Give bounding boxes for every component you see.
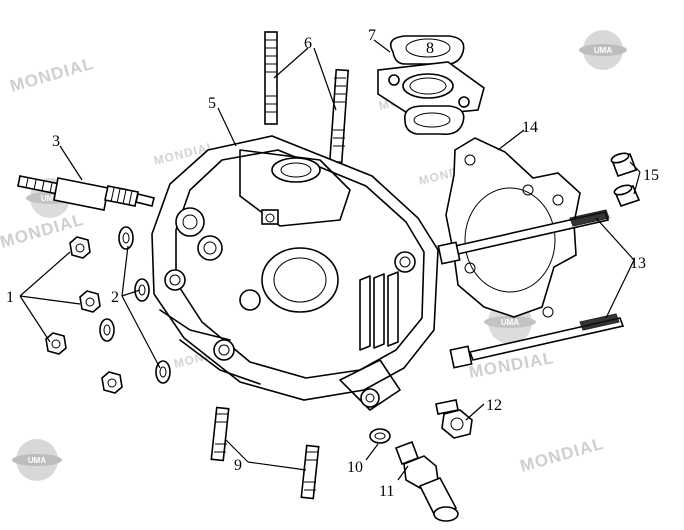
head-gasket-part-14	[445, 137, 581, 318]
callout-label-3: 3	[52, 133, 60, 150]
spark-plug-part-3	[17, 175, 155, 211]
callout-label-2: 2	[111, 289, 119, 306]
callout-label-14: 14	[522, 119, 538, 136]
leader-lines	[19, 39, 641, 481]
callout-numbers: 1 2 3 5 6 7 8 9 10 11 12 13 14 15	[6, 27, 659, 500]
callout-label-13: 13	[630, 255, 646, 272]
callout-label-9: 9	[234, 457, 242, 474]
callout-label-12: 12	[486, 397, 502, 414]
flange-part-7	[377, 61, 485, 117]
nuts-part-1	[45, 236, 123, 394]
svg-text:UMA: UMA	[28, 456, 46, 465]
gasket-part-8	[389, 35, 465, 66]
svg-text:UMA: UMA	[594, 46, 612, 55]
callout-label-15: 15	[643, 167, 659, 184]
svg-text:UMA: UMA	[41, 194, 59, 203]
callout-label-1: 1	[6, 289, 14, 306]
callout-label-6: 6	[304, 35, 312, 52]
watermark-mondial: MONDIAL	[518, 434, 606, 476]
gasket-lower-part-7	[404, 105, 465, 136]
svg-text:UMA: UMA	[501, 318, 519, 327]
watermark-mondial: MONDIAL	[8, 54, 96, 96]
callout-label-10: 10	[347, 459, 363, 476]
callout-label-7: 7	[368, 27, 376, 44]
callout-label-11: 11	[379, 483, 394, 500]
stud-part-9	[210, 406, 320, 500]
washer-part-10	[369, 428, 391, 444]
sensor-part-11	[394, 440, 459, 522]
dowel-pins-part-15	[610, 152, 641, 207]
watermark-uma-logo: UMA	[579, 30, 627, 70]
cylinder-head-part-5	[151, 135, 439, 411]
watermark-uma-logo: UMA	[12, 439, 62, 481]
long-bolts-part-13	[437, 209, 625, 369]
bolt-part-12	[435, 399, 473, 439]
callout-label-5: 5	[208, 95, 216, 112]
callout-label-8: 8	[426, 40, 434, 57]
